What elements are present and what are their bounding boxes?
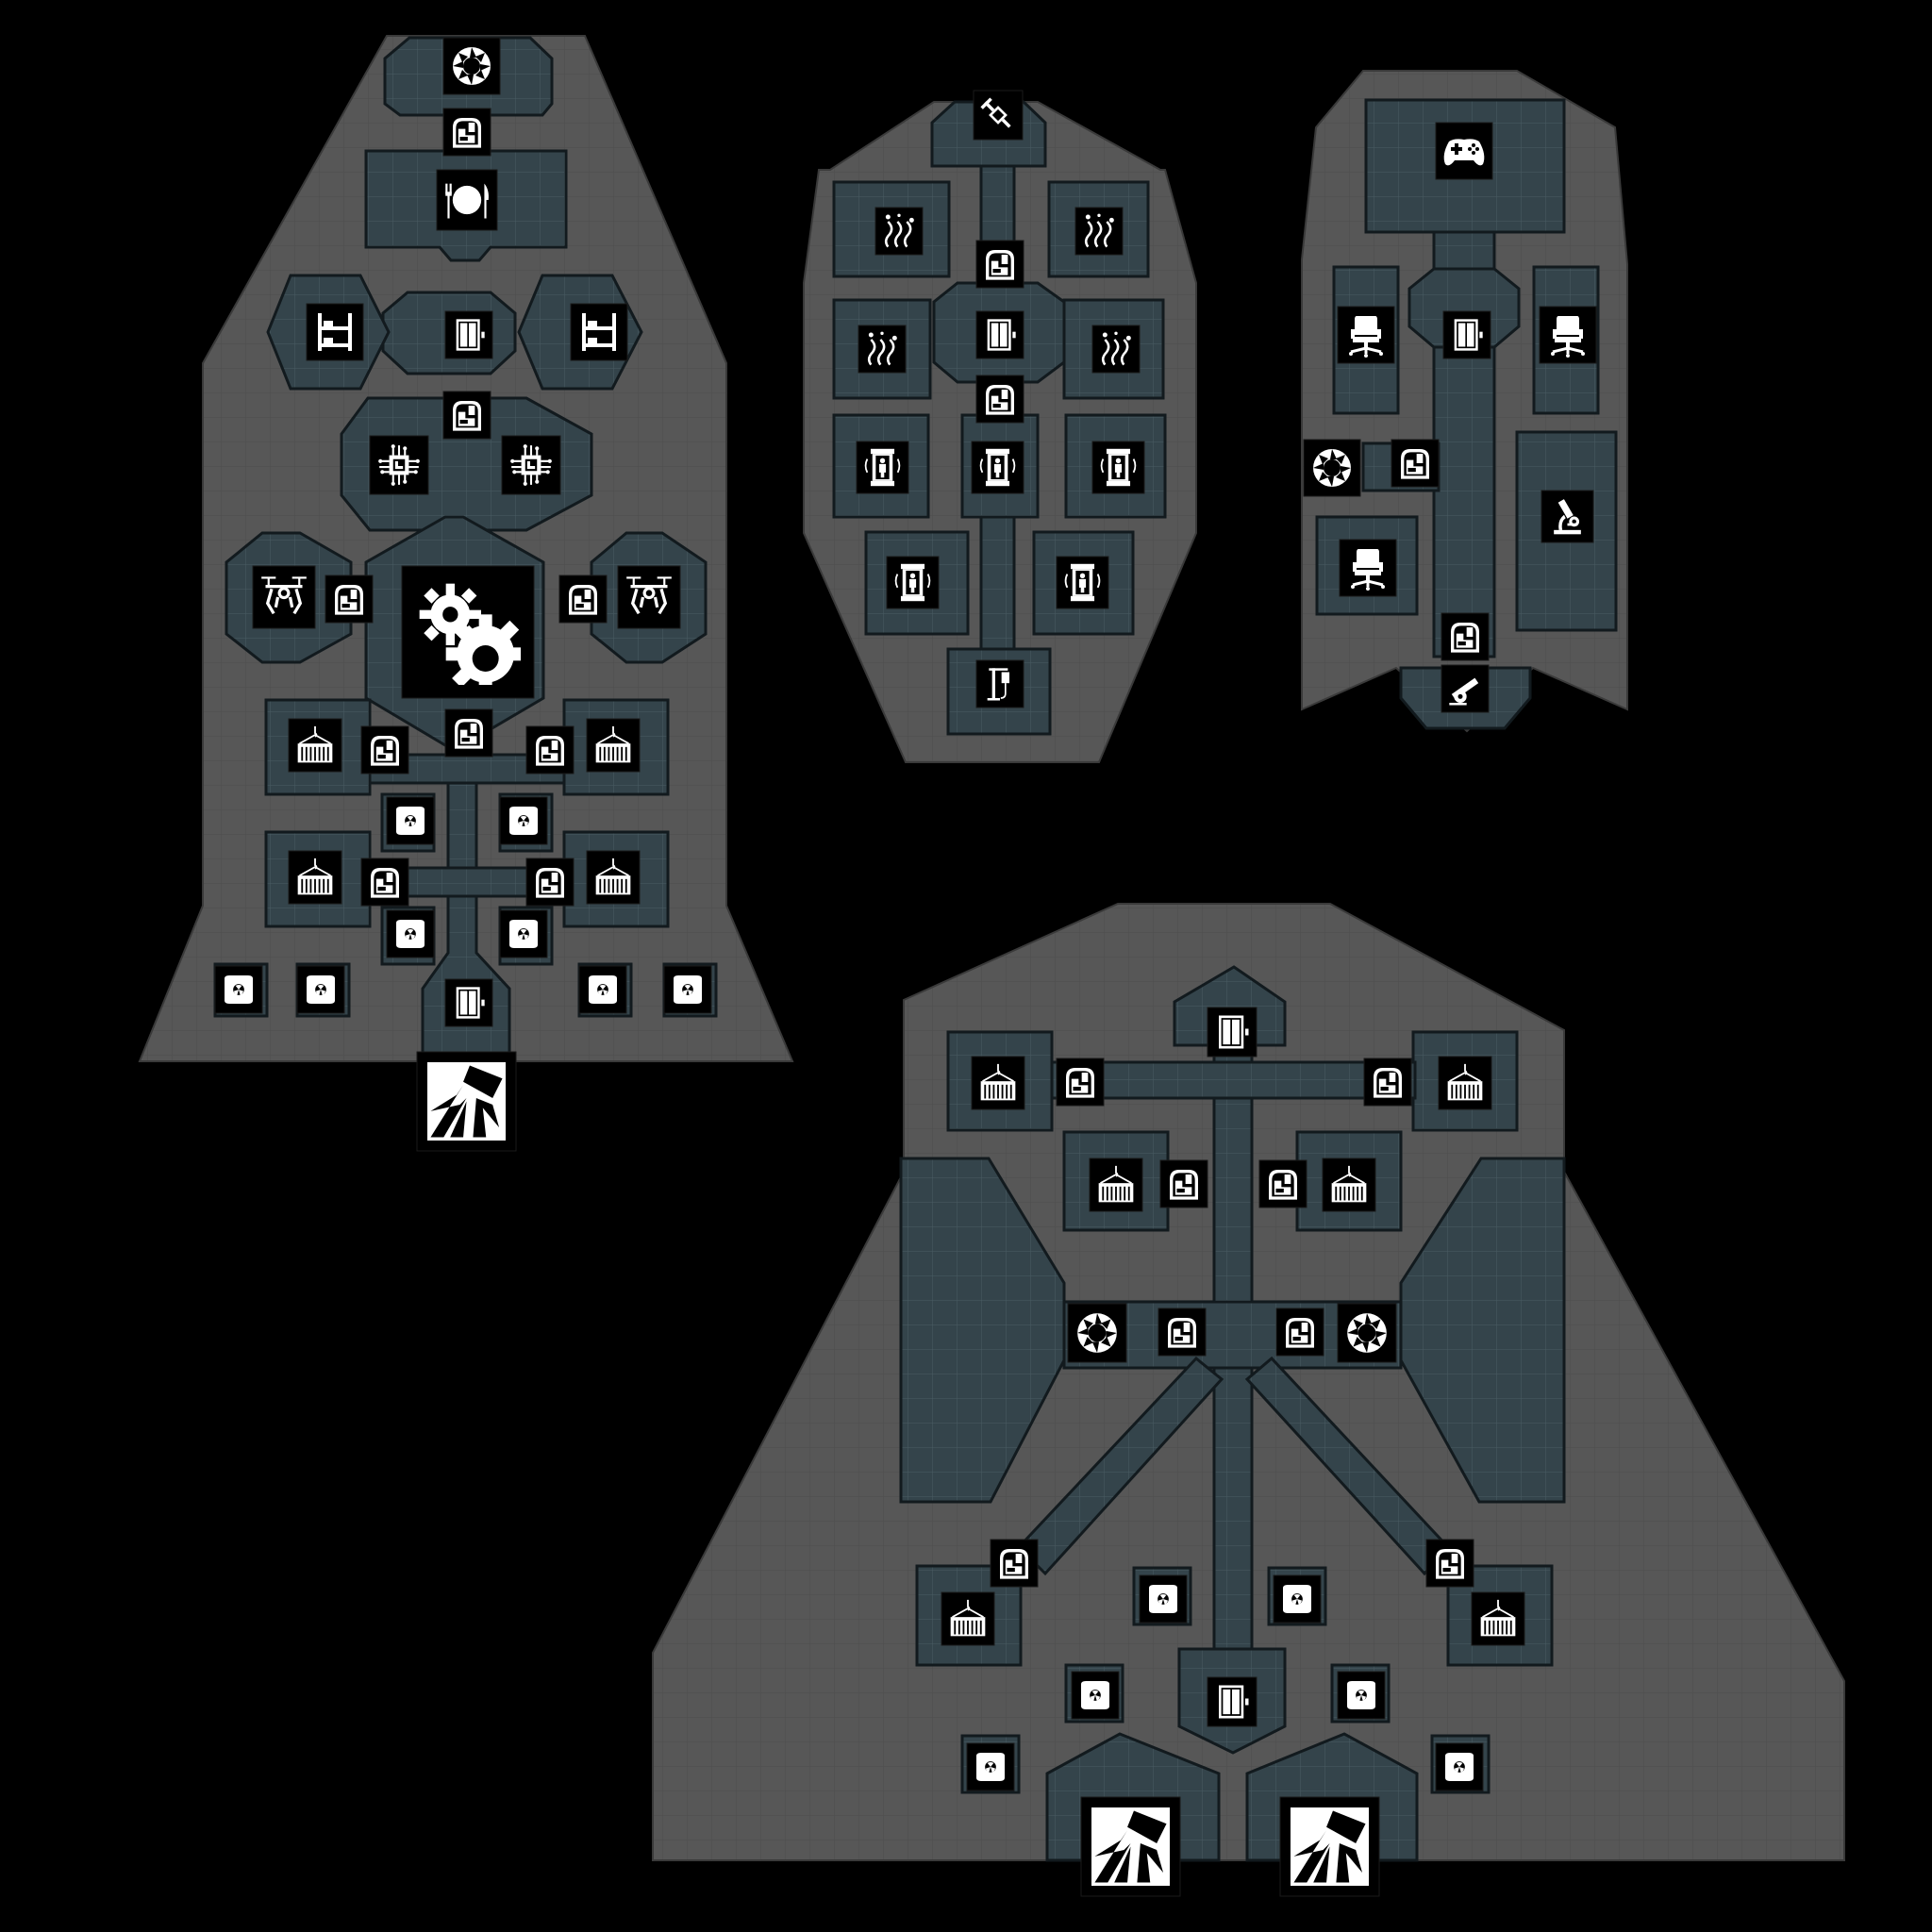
room-computer[interactable] (340, 396, 593, 532)
ship-b-spine-low (979, 515, 1016, 651)
cargo-container-icon[interactable] (971, 1056, 1025, 1110)
processor-chip-icon[interactable] (501, 435, 561, 495)
elevator-icon[interactable] (444, 310, 493, 359)
thruster-icon[interactable] (416, 1051, 517, 1152)
ship-b-icons (856, 90, 1145, 708)
room-gamepad[interactable] (1364, 98, 1566, 234)
cargo-container-icon[interactable] (1438, 1056, 1492, 1110)
office-chair-icon[interactable] (1339, 539, 1397, 597)
cryo-pod-icon[interactable] (971, 441, 1024, 494)
fuel-barrel-icon[interactable] (966, 1742, 1015, 1791)
fuel-barrel-icon[interactable] (578, 965, 627, 1014)
room-shield-right-wing[interactable] (1399, 1157, 1566, 1504)
door-icon[interactable] (990, 1539, 1039, 1588)
door-icon[interactable] (975, 240, 1024, 289)
ship-a-icons (214, 37, 712, 1152)
door-icon[interactable] (558, 575, 608, 624)
cryo-pod-icon[interactable] (1091, 441, 1145, 494)
shield-icon[interactable] (442, 37, 501, 95)
ship-icons (214, 37, 1597, 1897)
cargo-container-icon[interactable] (941, 1591, 995, 1646)
drone-icon[interactable] (252, 565, 316, 629)
food-icon[interactable] (436, 169, 498, 231)
fuel-barrel-icon[interactable] (1273, 1574, 1322, 1624)
door-icon[interactable] (1425, 1539, 1474, 1588)
cryo-pod-icon[interactable] (886, 556, 940, 609)
door-icon[interactable] (1363, 1058, 1412, 1107)
bunk-icon[interactable] (306, 303, 364, 361)
shield-icon[interactable] (1337, 1303, 1397, 1363)
room-elevator-c[interactable] (1407, 267, 1521, 349)
door-icon[interactable] (360, 858, 409, 907)
door-icon[interactable] (360, 725, 409, 774)
fuel-barrel-icon[interactable] (296, 965, 345, 1014)
cryo-pod-icon[interactable] (856, 441, 909, 494)
cargo-container-icon[interactable] (1322, 1158, 1376, 1212)
door-icon[interactable] (442, 108, 491, 157)
cargo-container-icon[interactable] (1089, 1158, 1143, 1212)
fuel-barrel-icon[interactable] (1435, 1742, 1484, 1791)
bunk-icon[interactable] (570, 303, 628, 361)
hydroponics-icon[interactable] (874, 207, 924, 256)
hydroponics-icon[interactable] (1074, 207, 1124, 256)
fuel-barrel-icon[interactable] (499, 796, 548, 845)
ship-d-cross (1050, 1060, 1417, 1100)
door-icon[interactable] (442, 391, 491, 440)
elevator-icon[interactable] (444, 978, 493, 1027)
syringe-icon[interactable] (973, 90, 1024, 141)
door-icon[interactable] (1056, 1058, 1105, 1107)
office-chair-icon[interactable] (1337, 306, 1395, 364)
door-icon[interactable] (1391, 439, 1440, 488)
elevator-icon[interactable] (975, 310, 1024, 359)
door-icon[interactable] (525, 725, 575, 774)
thruster-icon[interactable] (1279, 1796, 1380, 1897)
shield-icon[interactable] (1303, 439, 1361, 497)
door-icon[interactable] (1159, 1159, 1208, 1208)
drone-icon[interactable] (617, 565, 681, 629)
gamepad-icon[interactable] (1435, 122, 1493, 180)
fuel-barrel-icon[interactable] (499, 909, 548, 958)
elevator-icon[interactable] (1207, 1676, 1257, 1727)
cryo-pod-icon[interactable] (1056, 556, 1109, 609)
cargo-container-icon[interactable] (586, 850, 641, 905)
door-icon[interactable] (975, 375, 1024, 424)
engine-gears-icon[interactable] (401, 565, 535, 699)
fuel-barrel-icon[interactable] (1071, 1671, 1120, 1720)
shield-icon[interactable] (1067, 1303, 1127, 1363)
cargo-container-icon[interactable] (288, 718, 342, 773)
hydroponics-icon[interactable] (1091, 325, 1141, 374)
elevator-icon[interactable] (1442, 310, 1491, 359)
microscope-icon[interactable] (1541, 490, 1594, 543)
cargo-container-icon[interactable] (586, 718, 641, 773)
fuel-barrel-icon[interactable] (1337, 1671, 1386, 1720)
cargo-container-icon[interactable] (288, 850, 342, 905)
iv-drip-icon[interactable] (975, 659, 1024, 708)
cannon-icon[interactable] (1441, 664, 1490, 713)
fuel-barrel-icon[interactable] (663, 965, 712, 1014)
fuel-barrel-icon[interactable] (1139, 1574, 1188, 1624)
fuel-barrel-icon[interactable] (386, 909, 435, 958)
office-chair-icon[interactable] (1539, 306, 1597, 364)
door-icon[interactable] (444, 708, 493, 758)
thruster-icon[interactable] (1080, 1796, 1181, 1897)
fuel-barrel-icon[interactable] (214, 965, 263, 1014)
fuel-barrel-icon[interactable] (386, 796, 435, 845)
door-icon[interactable] (1258, 1159, 1307, 1208)
ship-c-icons (1303, 122, 1597, 713)
door-icon[interactable] (1275, 1307, 1324, 1357)
hydroponics-icon[interactable] (858, 325, 907, 374)
processor-chip-icon[interactable] (369, 435, 429, 495)
cargo-container-icon[interactable] (1471, 1591, 1525, 1646)
door-icon[interactable] (1441, 612, 1490, 661)
ship-d-icons (941, 1007, 1525, 1897)
elevator-icon[interactable] (1207, 1007, 1257, 1058)
door-icon[interactable] (1158, 1307, 1207, 1357)
door-icon[interactable] (325, 575, 374, 624)
door-icon[interactable] (525, 858, 575, 907)
